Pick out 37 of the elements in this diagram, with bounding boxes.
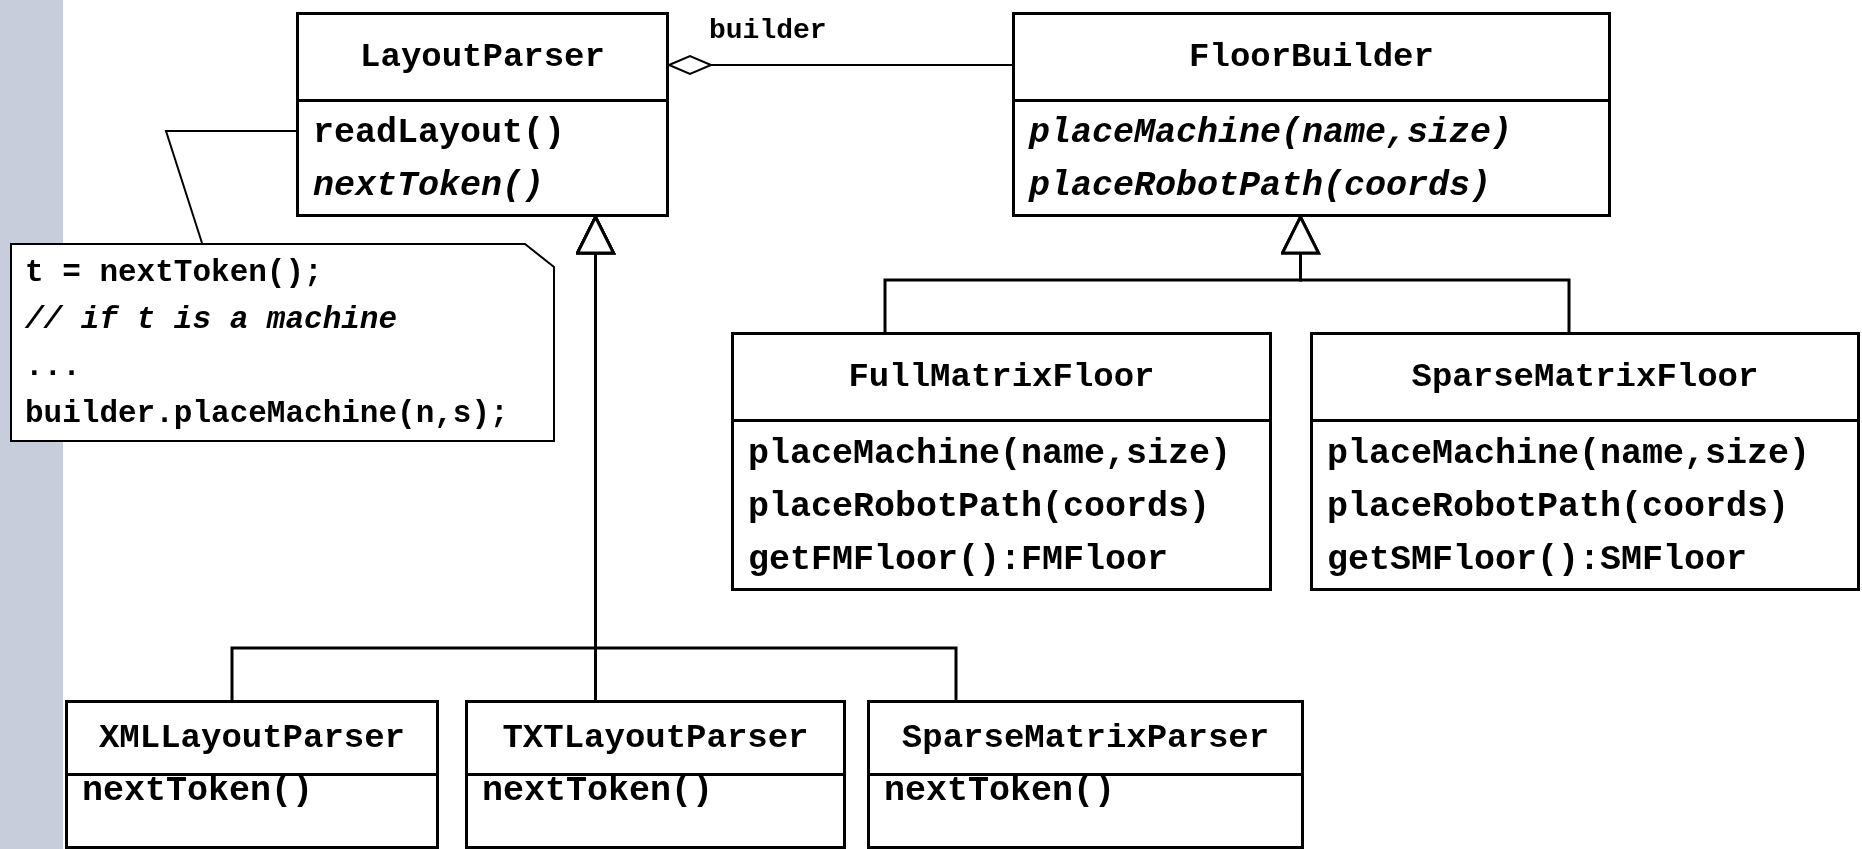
method-name: nextToken() — [81, 776, 314, 806]
method-name: placeRobotPath(coords) — [747, 486, 1211, 529]
code-line: ... — [24, 348, 81, 386]
class-name: FullMatrixFloor — [848, 358, 1155, 396]
code-line: // if t is a machine — [24, 301, 398, 339]
class-box — [1310, 332, 1860, 591]
note-box — [10, 243, 555, 442]
class-name: XMLLayoutParser — [98, 719, 406, 757]
code-line: t = nextToken(); — [24, 254, 323, 292]
class-name: FloorBuilder — [1189, 38, 1434, 76]
class-name: TXTLayoutParser — [502, 719, 809, 757]
class-box — [465, 700, 846, 849]
edge-label: builder — [709, 15, 827, 46]
method-name: getSMFloor():SMFloor — [1326, 539, 1748, 582]
leader-line — [164, 130, 297, 244]
class-box — [296, 12, 669, 217]
class-box — [65, 700, 439, 849]
class-name: LayoutParser — [360, 38, 605, 76]
class-name: SparseMatrixFloor — [1411, 358, 1759, 396]
aggregation-line — [668, 55, 1013, 75]
method-name: nextToken() — [481, 776, 714, 806]
code-line: builder.placeMachine(n,s); — [24, 395, 509, 433]
class-name: SparseMatrixParser — [901, 719, 1270, 757]
method-name: placeMachine(name,size) — [747, 433, 1232, 476]
method-name: placeRobotPath(coords) — [1326, 486, 1790, 529]
method-name: placeMachine(name,size) — [1027, 112, 1513, 155]
class-box — [1012, 12, 1611, 217]
method-name: readLayout() — [312, 112, 566, 155]
class-box — [867, 700, 1304, 849]
generalization-arrow — [576, 215, 958, 700]
method-name: nextToken() — [883, 776, 1116, 806]
generalization-arrow — [1281, 215, 1571, 332]
method-name: nextToken() — [312, 165, 545, 208]
method-name: placeMachine(name,size) — [1326, 433, 1811, 476]
method-name: placeRobotPath(coords) — [1027, 165, 1492, 208]
method-name: getFMFloor():FMFloor — [747, 539, 1169, 582]
class-box — [731, 332, 1272, 591]
